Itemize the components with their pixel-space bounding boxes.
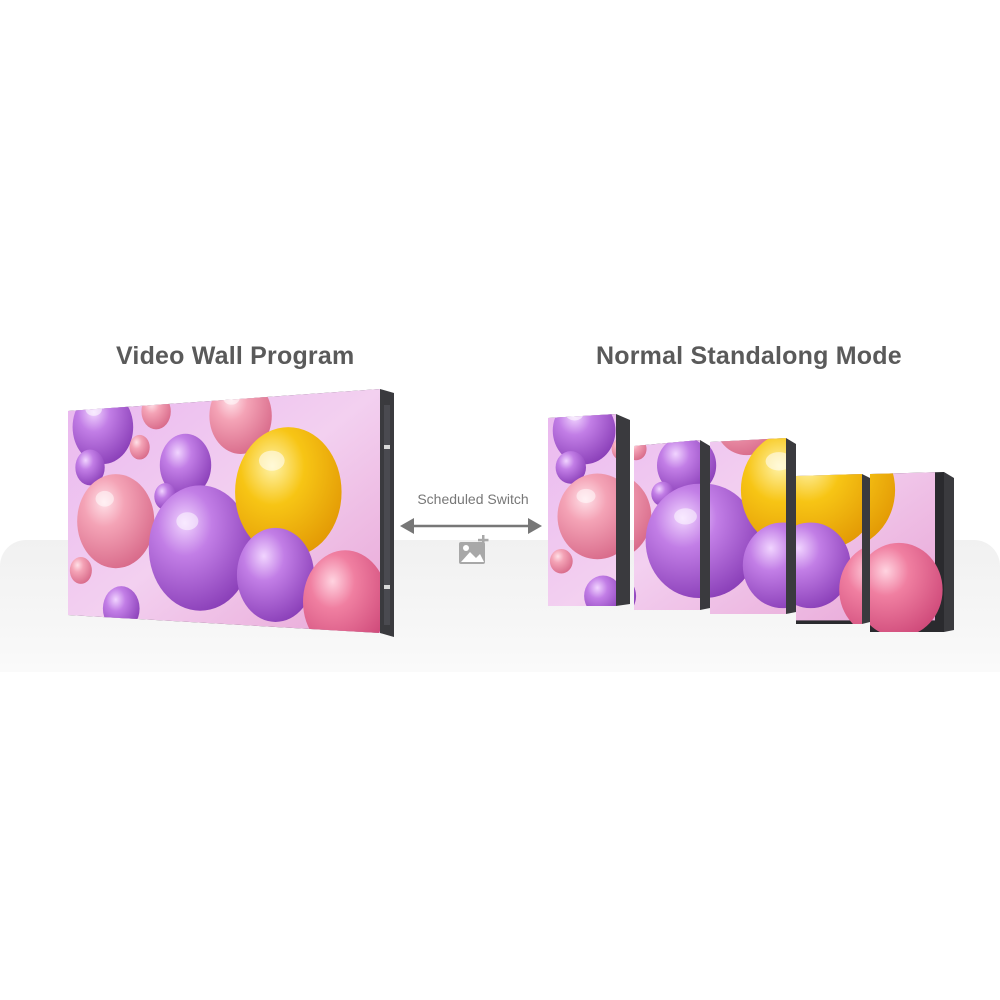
image-add-icon bbox=[459, 535, 489, 564]
double-arrow-icon bbox=[400, 518, 542, 534]
video-wall-display bbox=[68, 389, 394, 637]
scheduled-switch-label: Scheduled Switch bbox=[417, 491, 529, 507]
standalone-mode-title: Normal Standalong Mode bbox=[596, 342, 902, 370]
video-wall-title: Video Wall Program bbox=[116, 342, 355, 370]
